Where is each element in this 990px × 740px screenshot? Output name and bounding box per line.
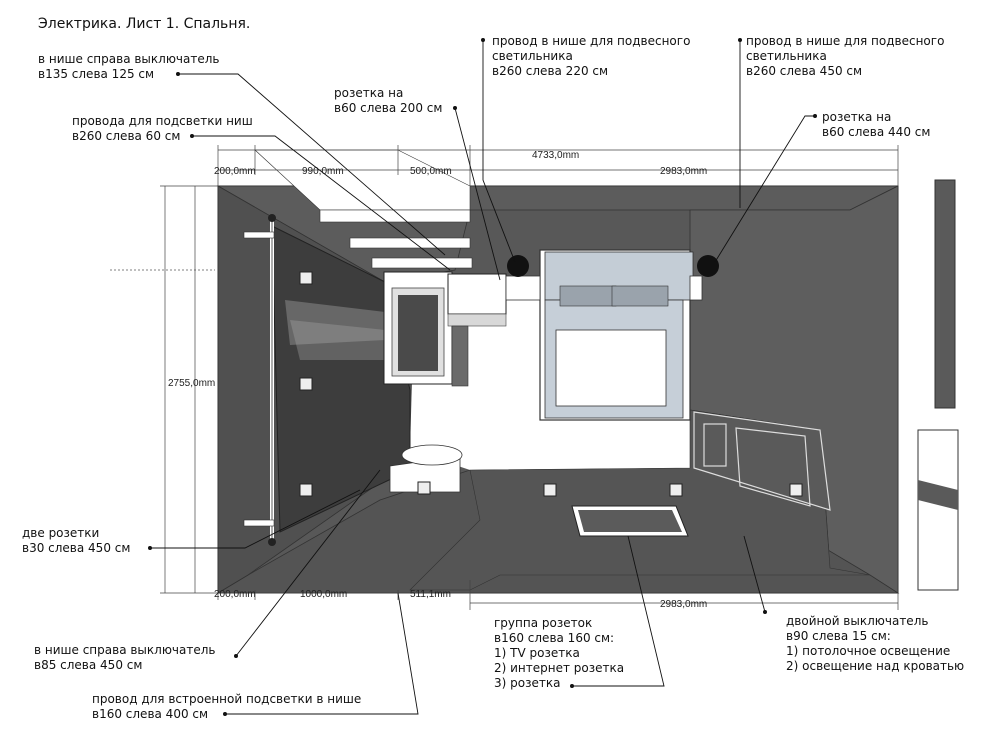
note-line: 2) интернет розетка — [494, 661, 625, 675]
note-line: провод в нише для подвесного — [746, 34, 945, 48]
note-pendant-wire-220: провод в нише для подвесного светильника… — [492, 34, 690, 79]
note-line: 2) освещение над кроватью — [786, 659, 965, 673]
note-line: две розетки — [22, 526, 100, 540]
dim-top-niche: 990,0mm — [302, 166, 344, 177]
note-line: провод для встроенной подсветки в нише — [92, 692, 362, 706]
note-line: розетка на — [822, 110, 892, 124]
note-line: светильника — [746, 49, 827, 63]
note-line: группа розеток — [494, 616, 593, 630]
note-line: в260 слева 450 см — [746, 64, 863, 78]
note-line: в135 слева 125 см — [38, 67, 155, 81]
note-line: светильника — [492, 49, 573, 63]
bed — [505, 249, 719, 421]
note-line: в60 слева 200 см — [334, 101, 443, 115]
note-two-sockets: две розетки в30 слева 450 см — [22, 526, 130, 556]
note-line: в90 слева 15 см: — [786, 629, 891, 643]
note-line: в85 слева 450 см — [34, 658, 143, 672]
vanity-table — [389, 444, 463, 493]
note-line: 3) розетка — [494, 676, 561, 690]
dim-bottom-right: 2983,0mm — [660, 599, 707, 610]
dim-bottom-left-small: 200,0mm — [214, 589, 256, 600]
note-line: двойной выключатель — [786, 614, 929, 628]
note-switch-niche-right-135: в нише справа выключатель в135 слева 125… — [38, 52, 220, 82]
note-pendant-wire-450: провод в нише для подвесного светильника… — [746, 34, 944, 79]
note-line: в нише справа выключатель — [34, 643, 216, 657]
note-line: в нише справа выключатель — [38, 52, 220, 66]
note-line: в60 слева 440 см — [822, 125, 931, 139]
note-line: провода для подсветки ниш — [72, 114, 253, 128]
niche-shelves — [254, 149, 473, 269]
desk-unit — [383, 271, 507, 387]
note-socket-440: розетка на в60 слева 440 см — [822, 110, 930, 140]
note-line: 1) потолочное освещение — [786, 644, 951, 658]
dim-bottom-mid: 511,1mm — [410, 589, 451, 600]
note-line: розетка на — [334, 86, 404, 100]
note-line: в160 слева 400 см — [92, 707, 209, 721]
sheet-title: Электрика. Лист 1. Спальня. — [38, 16, 251, 32]
note-line: провод в нише для подвесного — [492, 34, 691, 48]
dim-bottom-niche: 1000,0mm — [300, 589, 347, 600]
note-line: в30 слева 450 см — [22, 541, 131, 555]
wardrobe-mirror-panel — [243, 214, 411, 546]
leader-dots — [148, 38, 817, 716]
note-builtin-niche-lighting: провод для встроенной подсветки в нише в… — [92, 692, 361, 722]
dim-top-total: 4733,0mm — [532, 150, 579, 161]
note-socket-200: розетка на в60 слева 200 см — [334, 86, 442, 116]
note-line: в260 слева 220 см — [492, 64, 609, 78]
dim-top-left-small: 200,0mm — [214, 166, 256, 177]
adjacent-room-fragment — [917, 179, 959, 591]
note-socket-group: группа розеток в160 слева 160 см: 1) TV … — [494, 616, 624, 691]
dimension-labels: 200,0mm 990,0mm 500,0mm 4733,0mm 2983,0m… — [168, 150, 707, 610]
note-niche-lighting-wires: провода для подсветки ниш в260 слева 60 … — [72, 114, 253, 144]
carpet — [571, 505, 689, 537]
note-switch-niche-right-85: в нише справа выключатель в85 слева 450 … — [34, 643, 216, 673]
dim-left-height: 2755,0mm — [168, 378, 215, 389]
sockets — [299, 271, 803, 497]
dim-top-right: 2983,0mm — [660, 166, 707, 177]
note-double-switch: двойной выключатель в90 слева 15 см: 1) … — [786, 614, 964, 674]
dim-top-mid: 500,0mm — [410, 166, 452, 177]
note-line: в260 слева 60 см — [72, 129, 181, 143]
note-line: в160 слева 160 см: — [494, 631, 615, 645]
note-line: 1) TV розетка — [494, 646, 580, 660]
leader-lines — [150, 40, 815, 715]
